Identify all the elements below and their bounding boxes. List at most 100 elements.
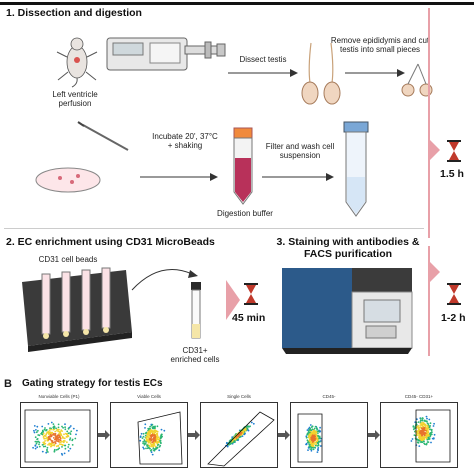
event-point [419, 438, 421, 440]
event-point [52, 441, 55, 444]
plot-frame [290, 402, 368, 468]
event-point [149, 430, 151, 433]
event-point [142, 442, 144, 445]
event-point [241, 433, 244, 435]
event-point [46, 446, 49, 449]
event-point [427, 425, 429, 428]
scissors-icon [401, 63, 433, 97]
event-point [226, 445, 229, 448]
event-point [37, 429, 39, 432]
event-point [50, 428, 52, 431]
event-point [139, 436, 142, 438]
event-point [159, 444, 162, 447]
event-point [156, 442, 159, 445]
event-point [422, 423, 425, 425]
event-point [154, 427, 157, 429]
event-point [426, 422, 429, 425]
event-point [416, 434, 418, 437]
event-point [44, 427, 46, 429]
event-point [144, 434, 147, 437]
event-point [46, 448, 48, 451]
event-point [314, 446, 317, 449]
event-point [52, 444, 55, 447]
event-point [237, 438, 240, 440]
event-point [61, 425, 63, 428]
event-point [47, 451, 49, 453]
event-point [413, 434, 416, 436]
arrow-filter [262, 173, 334, 181]
event-point [250, 421, 253, 424]
event-point [316, 438, 319, 441]
event-point [34, 440, 37, 443]
event-point [313, 427, 316, 430]
event-point [314, 432, 317, 434]
event-point [38, 441, 41, 444]
event-point [38, 434, 41, 437]
event-point [64, 423, 66, 426]
event-point [315, 434, 318, 437]
event-point [155, 430, 157, 433]
event-point [236, 435, 239, 438]
event-point [154, 440, 157, 442]
event-point [150, 423, 153, 426]
event-point [420, 439, 423, 442]
event-point [314, 444, 317, 447]
event-point [38, 443, 40, 446]
section3-title-text: 3. Staining with antibodies & FACS purif… [276, 236, 420, 261]
event-point [43, 428, 46, 431]
event-point [145, 441, 147, 443]
event-point [46, 432, 48, 434]
testes-illustration [301, 42, 341, 105]
event-point [411, 438, 414, 440]
event-point [416, 418, 418, 421]
event-point [51, 432, 53, 435]
event-point [427, 430, 429, 433]
event-point [151, 453, 154, 456]
section3-title: 3. Staining with antibodies & FACS purif… [268, 236, 428, 260]
event-point [154, 429, 157, 432]
event-point [48, 442, 51, 445]
event-point [312, 448, 315, 451]
event-point [225, 442, 228, 445]
gate-title-4: CD45- [322, 394, 336, 399]
event-point [423, 420, 426, 422]
event-point [57, 448, 59, 451]
event-point [423, 437, 425, 439]
event-point [144, 427, 146, 429]
event-point [52, 427, 55, 430]
event-point [150, 445, 153, 448]
event-point [157, 443, 160, 446]
event-point [143, 442, 146, 445]
event-point [431, 437, 434, 440]
event-point [317, 449, 319, 452]
section2-title: 2. EC enrichment using CD31 MicroBeads [6, 236, 215, 248]
event-point [147, 436, 149, 438]
event-point [306, 441, 309, 444]
gate-title-5: CD45- CD31+ [404, 394, 434, 399]
event-point [146, 444, 148, 446]
gate-plot-4 [290, 402, 368, 468]
event-point [143, 439, 146, 441]
event-point [430, 429, 433, 432]
event-point [63, 452, 66, 455]
event-point [306, 429, 309, 431]
event-point [60, 434, 63, 437]
event-point [57, 428, 60, 431]
event-point [71, 439, 74, 442]
gate-arrow-3 [278, 430, 290, 440]
digestion-label: Digestion buffer [217, 209, 273, 218]
event-point [316, 440, 319, 442]
event-point [143, 443, 146, 446]
event-point [154, 437, 157, 439]
event-point [142, 432, 145, 435]
event-point [312, 434, 314, 437]
event-point [34, 436, 37, 439]
event-point [416, 432, 419, 435]
event-point [57, 430, 60, 433]
event-point [143, 447, 145, 450]
event-point [48, 435, 51, 437]
event-point [44, 442, 47, 445]
event-point [425, 432, 427, 435]
event-point [230, 442, 233, 445]
event-point [142, 446, 144, 449]
